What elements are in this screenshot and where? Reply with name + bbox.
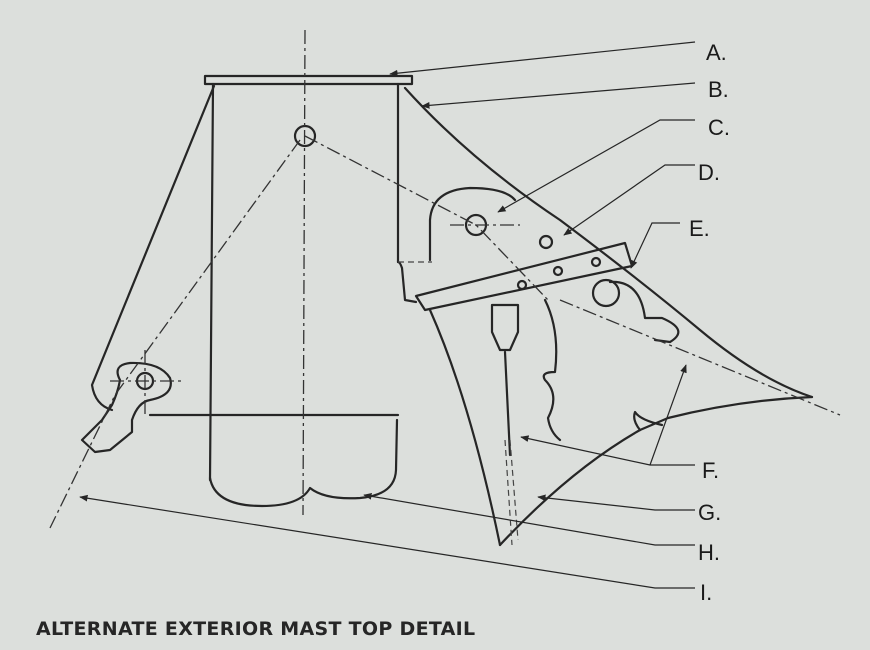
leader-h	[363, 492, 695, 546]
bracket-plate	[396, 260, 418, 304]
cap-plate	[203, 74, 414, 86]
small-hole-d	[538, 234, 554, 250]
spreader-plate	[414, 241, 634, 312]
mast-left-wall	[208, 82, 215, 482]
upper-stay-line	[304, 135, 549, 301]
spreader-fin	[633, 410, 664, 432]
spreader-body-right	[498, 428, 642, 547]
leader-b	[421, 82, 696, 109]
mast-centerline	[302, 29, 306, 516]
spreader-lower-edge	[638, 395, 814, 432]
stay-link	[490, 303, 520, 352]
spreader-inner-profile	[542, 298, 562, 442]
callout-i: I.	[700, 580, 713, 605]
leader-d	[563, 164, 695, 236]
spreader-end-fitting	[608, 280, 680, 344]
leader-e	[630, 222, 680, 269]
leader-a	[389, 41, 696, 77]
stay-wire	[503, 350, 512, 457]
spreader-centerline	[559, 299, 841, 416]
diagram-caption: ALTERNATE EXTERIOR MAST TOP DETAIL	[36, 618, 476, 640]
callout-f: F.	[702, 458, 720, 483]
leader-i	[79, 494, 695, 589]
callout-a: A.	[706, 40, 727, 65]
callout-h: H.	[698, 540, 720, 565]
callout-d: D.	[698, 160, 720, 185]
callout-c: C.	[708, 115, 730, 140]
leader-g	[537, 494, 695, 511]
left-gusset-edge	[90, 84, 216, 412]
hidden-line-2	[509, 439, 519, 541]
left-tang	[80, 361, 172, 454]
leader-f2	[649, 364, 687, 466]
leader-c	[497, 119, 695, 213]
hidden-line-3	[504, 439, 513, 546]
spreader-end-hole	[591, 278, 621, 308]
sheave-housing	[428, 186, 517, 262]
callout-e: E.	[689, 216, 710, 241]
right-gusset-edge	[403, 86, 814, 399]
diagonal-stay-line	[49, 139, 301, 529]
spreader-body-left	[428, 308, 502, 547]
callout-b: B.	[708, 77, 729, 102]
mast-bottom-lobes	[208, 418, 399, 508]
plate-hole-1	[516, 279, 528, 291]
plate-hole-3	[590, 256, 602, 268]
plate-hole-2	[552, 265, 564, 277]
callout-g: G.	[698, 500, 722, 525]
